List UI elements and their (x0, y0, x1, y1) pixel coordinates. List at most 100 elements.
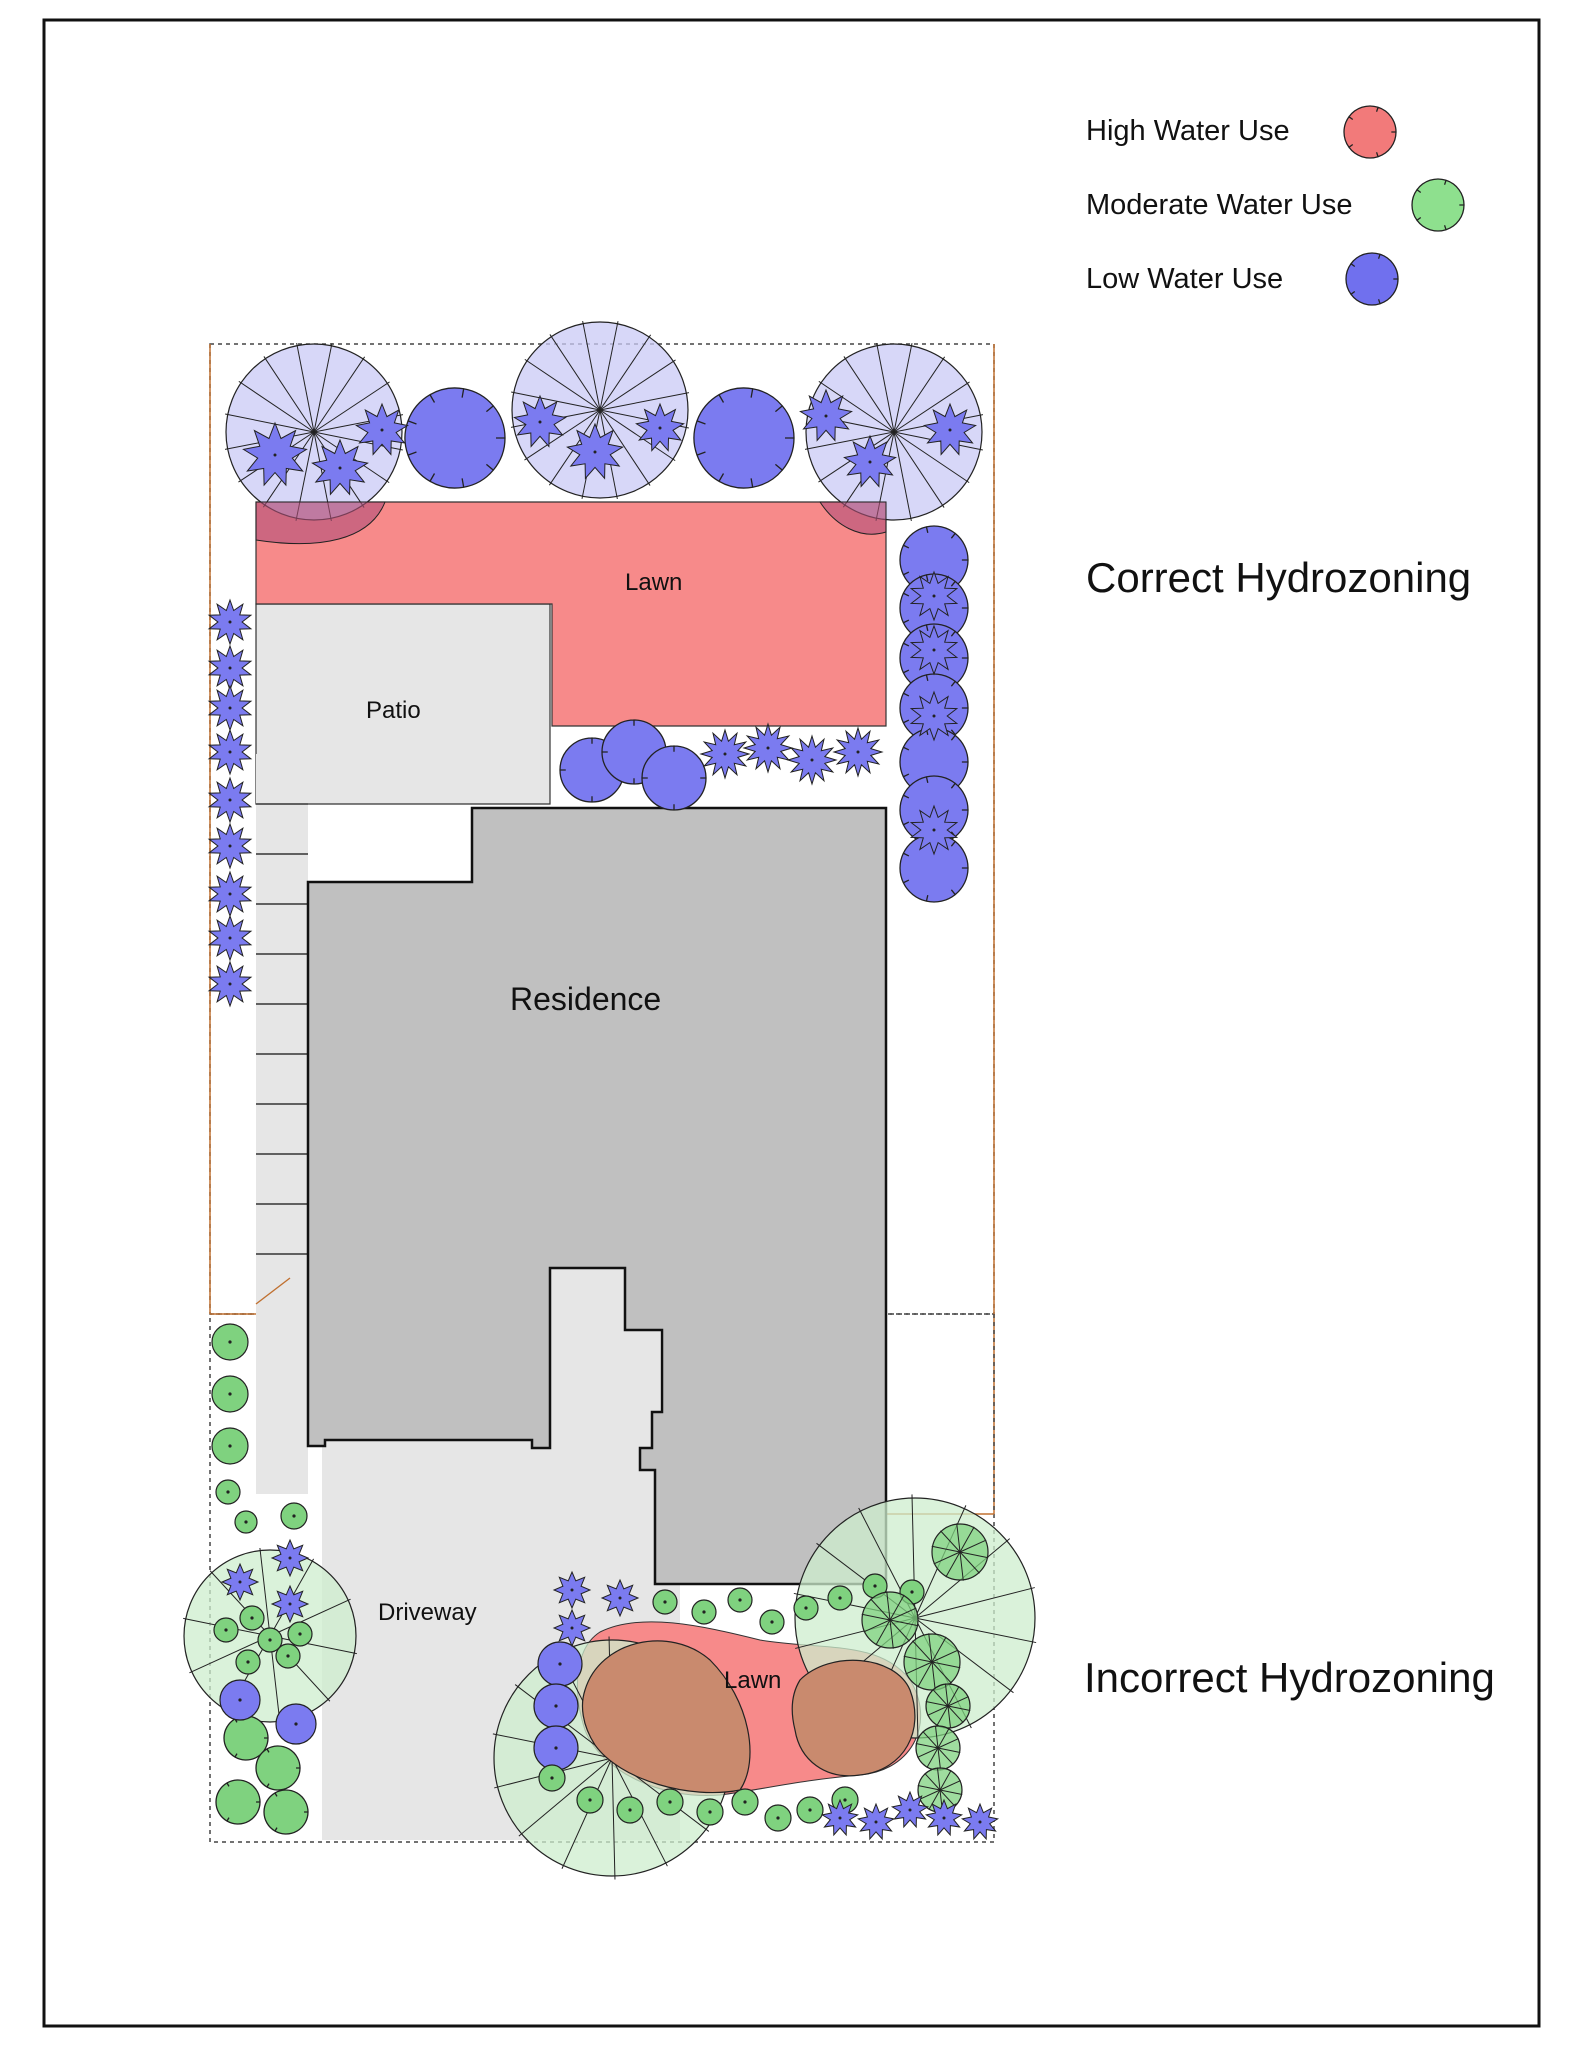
low-water-perennial-center (868, 460, 872, 464)
low-water-perennial-center (824, 414, 828, 418)
side-walk (256, 754, 308, 1494)
moderate-water-shrub (861, 1591, 919, 1649)
section-title-incorrect: Incorrect Hydrozoning (1084, 1654, 1495, 1701)
moderate-water-shrub (263, 1789, 309, 1835)
legend-swatch-moderate-icon (1411, 178, 1465, 232)
low-water-shrub (693, 387, 795, 489)
legend-label-moderate: Moderate Water Use (1086, 189, 1352, 221)
moderate-water-shrub (796, 1796, 824, 1824)
low-water-perennial-center (228, 666, 232, 670)
legend-label-high: High Water Use (1086, 115, 1290, 147)
legend-label-low: Low Water Use (1086, 263, 1283, 295)
moderate-water-shrub (234, 1510, 258, 1534)
moderate-water-shrub (211, 1427, 249, 1465)
moderate-water-shrub (656, 1788, 684, 1816)
moderate-water-shrub (827, 1585, 853, 1611)
moderate-water-shrub (903, 1633, 961, 1691)
low-water-shrub (641, 745, 707, 811)
low-water-perennial-center (273, 453, 277, 457)
moderate-water-shrub (931, 1523, 989, 1581)
moderate-water-shrub (759, 1609, 785, 1635)
low-water-perennial-center (948, 428, 952, 432)
tree-lawn-overlap (819, 501, 887, 535)
low-water-perennial-center (288, 1556, 292, 1560)
low-water-perennial-center (978, 1820, 982, 1824)
legend-swatch-low-icon (1345, 252, 1399, 306)
gate-line (255, 1277, 291, 1305)
low-water-perennial-center (538, 420, 542, 424)
low-water-perennial-center (932, 594, 936, 598)
moderate-water-shrub (652, 1589, 678, 1615)
low-water-perennial-center (228, 750, 232, 754)
moderate-water-shrub (915, 1725, 961, 1771)
low-water-perennial-center (810, 758, 814, 762)
low-water-perennial-center (856, 750, 860, 754)
moderate-water-shrub (275, 1643, 301, 1669)
residence-footprint (306, 806, 888, 1586)
low-water-perennial-center (570, 1588, 574, 1592)
moderate-water-shrub (213, 1617, 239, 1643)
low-water-perennial-center (338, 466, 342, 470)
moderate-water-shrub (211, 1375, 249, 1413)
low-water-perennial-center (380, 428, 384, 432)
low-water-perennial-center (228, 844, 232, 848)
moderate-water-shrub (280, 1502, 308, 1530)
low-water-perennial-center (942, 1816, 946, 1820)
low-water-tree (804, 342, 984, 522)
walk-strip (548, 1265, 660, 1555)
moderate-water-shrub (576, 1786, 604, 1814)
low-water-perennial-center (228, 892, 232, 896)
tree-lawn-overlap (791, 1659, 916, 1777)
moderate-water-shrub (223, 1715, 269, 1761)
moderate-water-shrub (925, 1683, 971, 1729)
legend: High Water Use Moderate Water Use Low Wa… (1086, 105, 1465, 306)
label-lawn-top: Lawn (625, 569, 682, 596)
moderate-water-shrub (235, 1649, 261, 1675)
planting-plan (183, 320, 1037, 1880)
low-water-perennial-center (932, 714, 936, 718)
moderate-water-shrub (239, 1605, 265, 1631)
moderate-water-shrub (538, 1764, 566, 1792)
low-water-perennial-center (838, 1816, 842, 1820)
low-water-perennial-center (228, 798, 232, 802)
moderate-water-shrub (616, 1796, 644, 1824)
low-water-perennial-center (908, 1808, 912, 1812)
moderate-water-shrub (691, 1599, 717, 1625)
low-water-perennial-center (766, 746, 770, 750)
legend-swatch-high-icon (1343, 105, 1397, 159)
label-driveway: Driveway (378, 1599, 477, 1626)
moderate-water-shrub (287, 1621, 313, 1647)
low-water-perennial-center (288, 1602, 292, 1606)
low-water-shrub (275, 1703, 317, 1745)
moderate-water-shrub (727, 1587, 753, 1613)
walkway-steps (255, 803, 308, 1305)
moderate-water-shrub (211, 1323, 249, 1361)
low-water-shrub (219, 1679, 261, 1721)
low-water-perennial-center (932, 828, 936, 832)
low-water-shrub (533, 1683, 579, 1729)
low-water-perennial-center (228, 620, 232, 624)
low-water-perennial-center (228, 982, 232, 986)
low-water-shrub (404, 387, 506, 489)
low-water-perennial-center (228, 936, 232, 940)
label-lawn-bottom: Lawn (724, 1667, 781, 1694)
moderate-water-shrub (215, 1479, 241, 1505)
label-patio: Patio (366, 697, 421, 724)
label-residence: Residence (510, 981, 661, 1017)
moderate-water-shrub (215, 1779, 261, 1825)
tree-lawn-overlap (581, 1640, 751, 1794)
low-water-shrub (899, 833, 969, 903)
moderate-water-shrub (793, 1595, 819, 1621)
tree-lawn-overlap (255, 501, 386, 545)
moderate-water-shrub (764, 1804, 792, 1832)
low-water-perennial-center (932, 648, 936, 652)
moderate-water-shrub (731, 1788, 759, 1816)
low-water-shrub (537, 1641, 583, 1687)
low-water-perennial-center (874, 1820, 878, 1824)
low-water-perennial-center (570, 1626, 574, 1630)
low-water-perennial-center (658, 426, 662, 430)
low-water-perennial-center (618, 1596, 622, 1600)
low-water-perennial-center (593, 450, 597, 454)
low-water-perennial-center (238, 1580, 242, 1584)
